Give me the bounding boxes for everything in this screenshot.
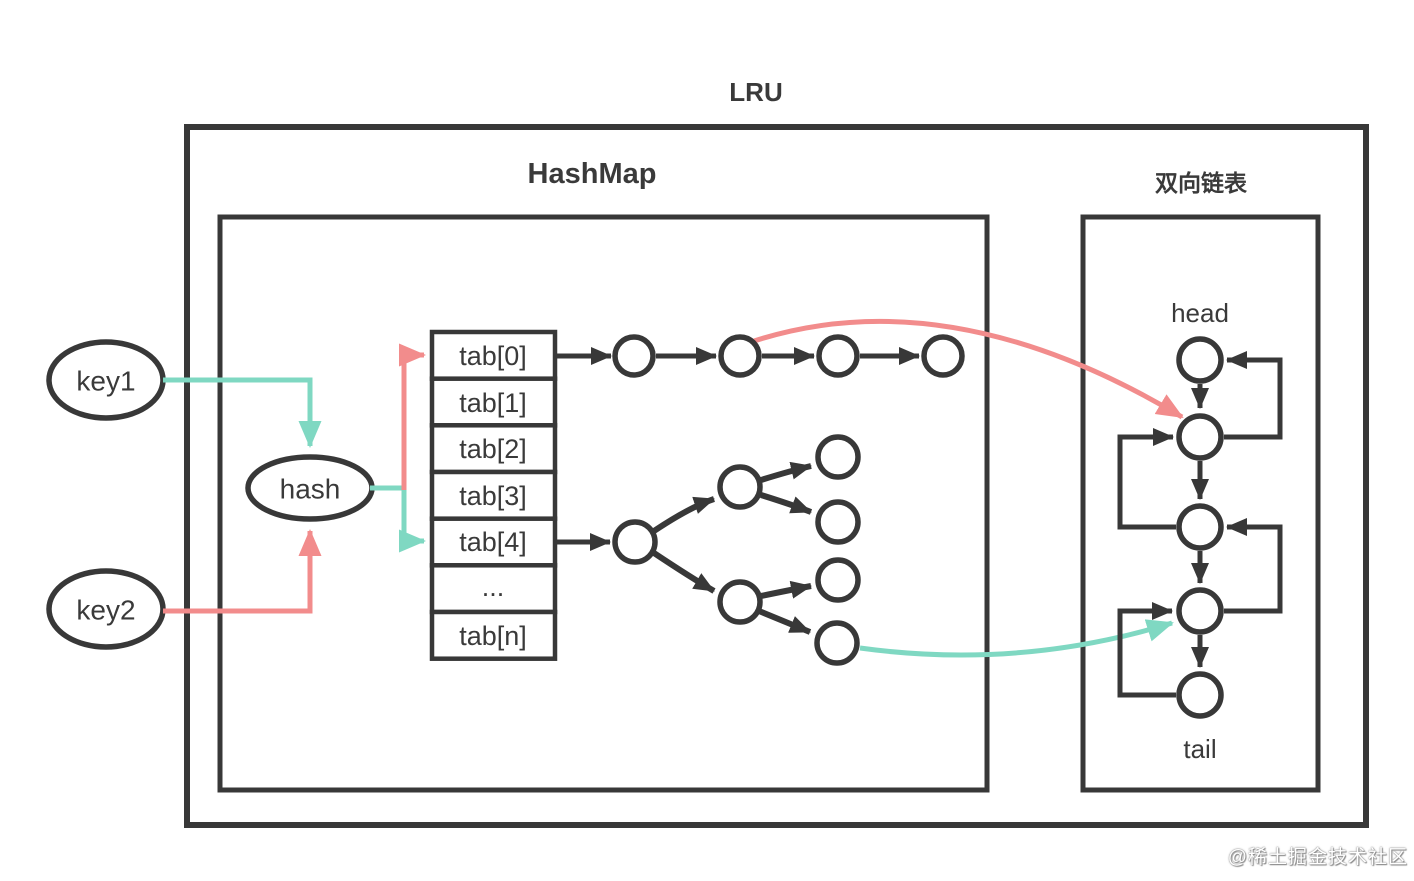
- red-flow-arrows: [163, 318, 1184, 614]
- tree-node: [815, 434, 861, 480]
- tree-edge: [760, 492, 813, 515]
- hash-to-tab4-arrow: [399, 488, 426, 553]
- list-prev-arrow: [1117, 602, 1176, 698]
- hashmap-title: HashMap: [528, 158, 657, 190]
- tree-root-node: [612, 519, 658, 565]
- tail-label: tail: [1183, 734, 1216, 764]
- list-prev-arrow: [1224, 351, 1283, 440]
- list-node-red: [1176, 413, 1224, 461]
- key2-label: key2: [76, 595, 135, 626]
- tree-edge: [760, 580, 812, 599]
- hash-label: hash: [280, 474, 341, 505]
- hash-table: tab[0] tab[1] tab[2] tab[3] tab[4] ... t…: [429, 329, 558, 661]
- teal-flow-arrows: [163, 377, 1174, 658]
- tree-edge: [652, 550, 716, 594]
- table-cell-label: ...: [482, 572, 505, 602]
- chain-node: [921, 334, 965, 378]
- tree-node: [717, 579, 763, 625]
- tree-edge: [757, 608, 812, 635]
- table-cell-label: tab[4]: [459, 527, 527, 557]
- table-cell-label: tab[n]: [459, 621, 527, 651]
- linked-list-arrows: [1117, 351, 1283, 698]
- tree-node: [815, 557, 861, 603]
- list-prev-arrow: [1117, 428, 1176, 530]
- watermark: @稀土掘金技术社区: [1227, 847, 1408, 868]
- tree-node-teal: [814, 620, 860, 666]
- table-cell-label: tab[1]: [459, 388, 527, 418]
- table-cell: [429, 609, 558, 661]
- table-cell: [429, 516, 558, 568]
- diagram-title: LRU: [729, 77, 782, 107]
- key1-to-hash-arrow: [163, 377, 322, 448]
- chain-node: [816, 334, 860, 378]
- tree-arrows: [556, 461, 813, 635]
- list-node: [1176, 503, 1224, 551]
- table-cell-label: tab[2]: [459, 434, 527, 464]
- table-cell-label: tab[3]: [459, 481, 527, 511]
- tree-node-to-list-teal-arrow: [859, 619, 1174, 658]
- chain-node: [612, 334, 656, 378]
- tree-edge: [760, 461, 812, 483]
- table-cell-label: tab[0]: [459, 341, 527, 371]
- chain-node-to-list-red-arrow: [753, 318, 1184, 420]
- key2-to-hash-arrow: [163, 529, 322, 614]
- head-label: head: [1171, 298, 1229, 328]
- linked-list-title: 双向链表: [1155, 170, 1248, 196]
- hash-to-tab0-arrow: [399, 343, 426, 490]
- tree-node: [815, 499, 861, 545]
- chain-node-red: [718, 334, 762, 378]
- list-prev-arrow: [1224, 518, 1283, 614]
- tree-node: [717, 464, 763, 510]
- list-node-head: [1176, 336, 1224, 384]
- table-cell: [429, 329, 558, 381]
- table-cell: [429, 423, 558, 475]
- list-node-tail: [1176, 671, 1224, 719]
- list-node-teal: [1176, 587, 1224, 635]
- key1-label: key1: [76, 366, 135, 397]
- tree-edge: [652, 496, 715, 534]
